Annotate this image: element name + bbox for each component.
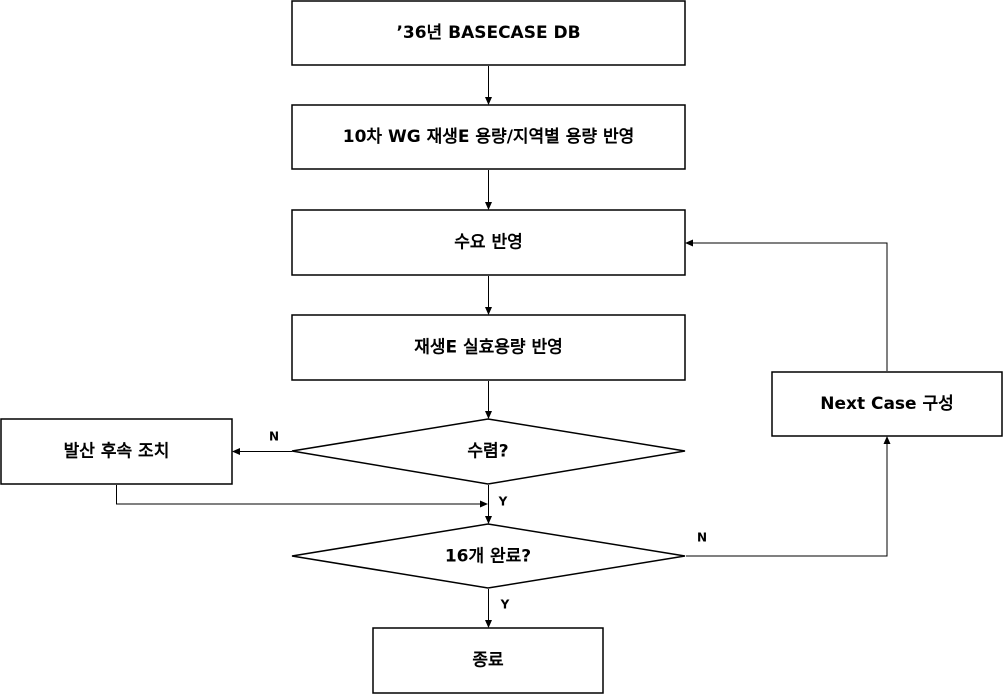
next-case-label: Next Case 구성 (820, 394, 954, 414)
completed-no-label: N (697, 531, 707, 545)
converged-no-label: N (269, 430, 279, 444)
end-node: 종료 (372, 627, 604, 694)
demand-node: 수요 반영 (291, 209, 686, 276)
converged-yes-label: Y (498, 495, 508, 509)
converged-label: 수렴? (467, 441, 508, 462)
edge-divergence-to-merge (116, 485, 488, 508)
wg-capacity-label: 10차 WG 재생E 용량/지역별 용량 반영 (343, 127, 634, 147)
divergence-action-label: 발산 후속 조치 (64, 441, 170, 462)
completed-label: 16개 완료? (445, 547, 531, 567)
edge-completed-no (686, 436, 891, 557)
edge-nextcase-to-demand (685, 239, 888, 371)
wg-capacity-node: 10차 WG 재생E 용량/지역별 용량 반영 (291, 104, 686, 170)
basecase-db-node: ’36년 BASECASE DB (291, 0, 686, 66)
basecase-db-label: ’36년 BASECASE DB (396, 23, 580, 43)
demand-label: 수요 반영 (454, 233, 522, 253)
divergence-action-node: 발산 후속 조치 (0, 418, 233, 485)
converged-decision-node: 수렴? (291, 418, 686, 485)
completed-decision-node: 16개 완료? (291, 523, 686, 589)
effective-capacity-label: 재생E 실효용량 반영 (414, 338, 563, 358)
next-case-node: Next Case 구성 (771, 371, 1003, 437)
effective-capacity-node: 재생E 실효용량 반영 (291, 314, 686, 381)
completed-yes-label: Y (500, 598, 510, 612)
end-label: 종료 (472, 651, 504, 671)
